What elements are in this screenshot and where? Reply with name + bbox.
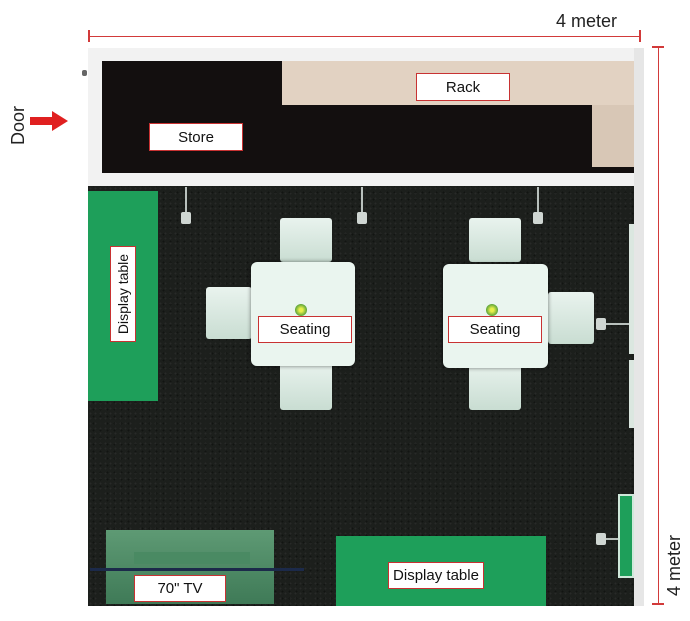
store-room: [102, 61, 634, 173]
booth-right-wall: [634, 48, 644, 606]
seating-left-label: Seating: [258, 316, 352, 343]
plant-icon: [486, 304, 498, 316]
door-label: Door: [7, 105, 28, 145]
tv-label: 70" TV: [134, 575, 226, 602]
wall-panel: [629, 224, 634, 354]
height-dimension-tick-top: [652, 46, 664, 48]
height-dimension-label: 4 meter: [664, 534, 685, 596]
chair-bottom: [280, 362, 332, 410]
spotlight-icon: [596, 318, 606, 330]
tv-screen-bar: [90, 568, 304, 571]
spotlight-stem: [361, 187, 363, 213]
display-table-bottom-label: Display table: [388, 562, 484, 589]
chair-top: [469, 218, 521, 262]
door-arrow-icon: [30, 111, 68, 131]
rack-label: Rack: [416, 73, 510, 101]
store-label: Store: [149, 123, 243, 151]
spotlight-stem: [185, 187, 187, 213]
spotlight-icon: [533, 212, 543, 224]
chair-bottom: [469, 362, 521, 410]
chair-left: [206, 287, 252, 339]
spotlight-icon: [596, 533, 606, 545]
spotlight-stem: [537, 187, 539, 213]
spotlight-stem: [604, 323, 632, 325]
door-hinge: [82, 70, 87, 76]
display-table-left-label-box: Display table: [110, 246, 136, 342]
width-dimension-line: [88, 36, 640, 37]
tv-shelf: [134, 552, 250, 564]
plant-icon: [295, 304, 307, 316]
spotlight-icon: [181, 212, 191, 224]
height-dimension-tick-bottom: [652, 603, 664, 605]
chair-right: [548, 292, 594, 344]
width-dimension-tick-left: [88, 30, 90, 42]
spotlight-icon: [357, 212, 367, 224]
height-dimension-label-wrap: 4 meter: [658, 520, 690, 610]
chair-top: [280, 218, 332, 262]
width-dimension-label: 4 meter: [556, 11, 618, 31]
rack-shelving: [282, 61, 634, 167]
seating-right-label: Seating: [448, 316, 542, 343]
width-dimension-tick-right: [639, 30, 641, 42]
display-table-left-label: Display table: [115, 253, 131, 335]
wall-display-panel: [618, 494, 634, 578]
height-dimension-line: [658, 46, 659, 604]
wall-panel: [629, 360, 634, 428]
